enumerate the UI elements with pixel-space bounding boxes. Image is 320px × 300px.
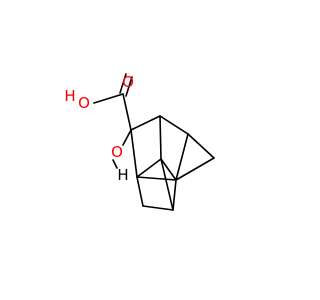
hydroxyl-hydrogen-label: H [64,87,75,105]
bond-c-carbonyl-o-a [119,73,127,94]
bond-center-c-mid-right-c [160,158,177,181]
bond-bottom-right-c-mid-right-c [172,179,177,211]
bond-bottom-left-c-bottom-right-c [142,205,174,211]
carbonyl-oxygen-label: O [122,73,134,91]
bond-left-c-bottom-left-c [136,176,144,207]
structure-diagram: O H O O H [64,73,215,211]
bridge-hydrogen-label: H [117,166,128,184]
bond-layer [93,73,215,211]
bond-right-c-far-right-c [187,133,215,159]
bond-carboxyl-c-oh [93,93,124,104]
bond-top-c-center-c [159,115,162,160]
hydroxyl-oxygen-label: O [78,94,90,112]
bond-center-c-bottom-right-c [160,158,174,211]
bond-carboxyl-c-quaternary-c [122,93,132,131]
bond-quaternary-c-top-c [130,115,161,131]
molecule-canvas: O H O O H [64,73,215,211]
bond-ring-o-c [112,159,118,169]
ring-oxygen-label: O [111,143,123,161]
bond-top-c-right-c [159,115,189,135]
bond-far-right-c-mid-right-c [175,157,215,181]
bond-quaternary-c-ring-o [122,129,132,146]
bond-quaternary-c-left-c [130,129,138,178]
bond-left-c-mid-right-c [136,176,177,181]
bond-center-c-left-c [136,158,162,178]
bond-c-carbonyl-o-b [125,76,133,97]
bond-mid-right-c-right-c [175,133,189,181]
